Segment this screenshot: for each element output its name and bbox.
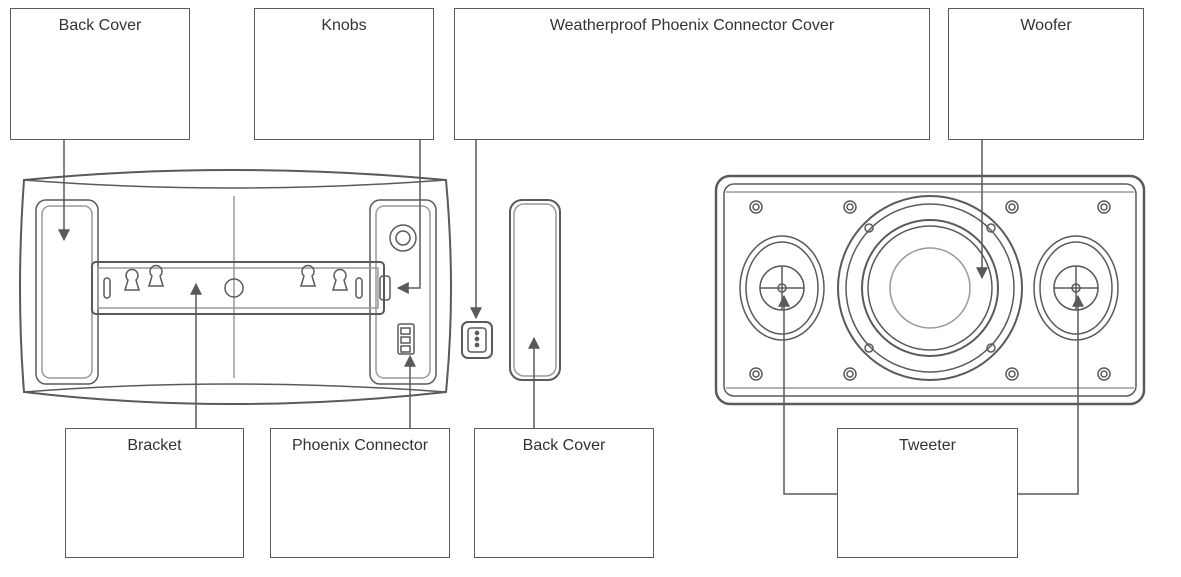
speaker-front-view	[714, 174, 1146, 406]
knobs-label-box: Knobs	[254, 8, 434, 140]
bracket-plate	[91, 261, 385, 315]
bracket-label: Bracket	[127, 437, 182, 454]
left-cover-recess	[35, 199, 99, 385]
phoenix-connector-shape	[397, 323, 415, 355]
tweeter-label: Tweeter	[899, 437, 956, 454]
leader-lines	[58, 140, 1084, 495]
speaker-rear-view	[19, 169, 452, 405]
right-cover-recess	[369, 199, 437, 385]
back-cover-bottom-label-box: Back Cover	[474, 428, 654, 558]
tweeter-left-shape	[739, 235, 825, 341]
leader-knobs	[396, 140, 421, 294]
weatherproof-cover-shape	[461, 321, 493, 359]
tweeter-label-box: Tweeter	[837, 428, 1018, 558]
screws	[749, 200, 1111, 381]
woofer-label-box: Woofer	[948, 8, 1144, 140]
back-cover-top-label-box: Back Cover	[10, 8, 190, 140]
weatherproof-cover-label: Weatherproof Phoenix Connector Cover	[549, 17, 835, 34]
back-cover-bottom-label: Back Cover	[522, 437, 606, 454]
bracket-label-box: Bracket	[65, 428, 244, 558]
back-cover-shape	[509, 199, 561, 381]
back-cover-top-label: Back Cover	[58, 17, 142, 34]
weatherproof-cover-label-box: Weatherproof Phoenix Connector Cover	[454, 8, 930, 140]
woofer-shape	[837, 195, 1023, 381]
woofer-label: Woofer	[1020, 17, 1072, 34]
loose-covers	[461, 199, 561, 381]
phoenix-connector-label: Phoenix Connector	[291, 437, 429, 454]
leader-tweeter-left	[778, 294, 838, 495]
phoenix-connector-label-box: Phoenix Connector	[270, 428, 450, 558]
leader-tweeter-right	[1016, 294, 1084, 495]
knobs-label: Knobs	[321, 17, 367, 34]
knob-shape	[389, 224, 417, 252]
tweeter-right-shape	[1033, 235, 1119, 341]
